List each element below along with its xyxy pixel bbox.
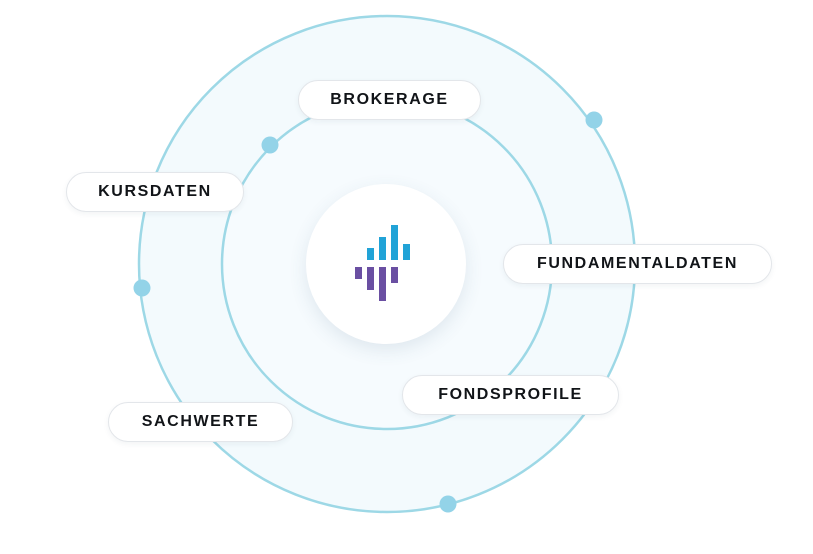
label-kursdaten[interactable]: KURSDATEN [66,172,244,212]
orbit-dot [439,495,457,513]
orbit-dot [261,136,279,154]
label-sachwerte[interactable]: SACHWERTE [108,402,293,442]
orbit-dot [133,279,151,297]
label-fondsprofile[interactable]: FONDSPROFILE [402,375,619,415]
label-brokerage[interactable]: BROKERAGE [298,80,481,120]
orbit-dot [585,111,603,129]
bar-chart-logo-icon [355,225,410,301]
label-fundamentaldaten[interactable]: FUNDAMENTALDATEN [503,244,772,284]
center-logo [306,184,466,344]
